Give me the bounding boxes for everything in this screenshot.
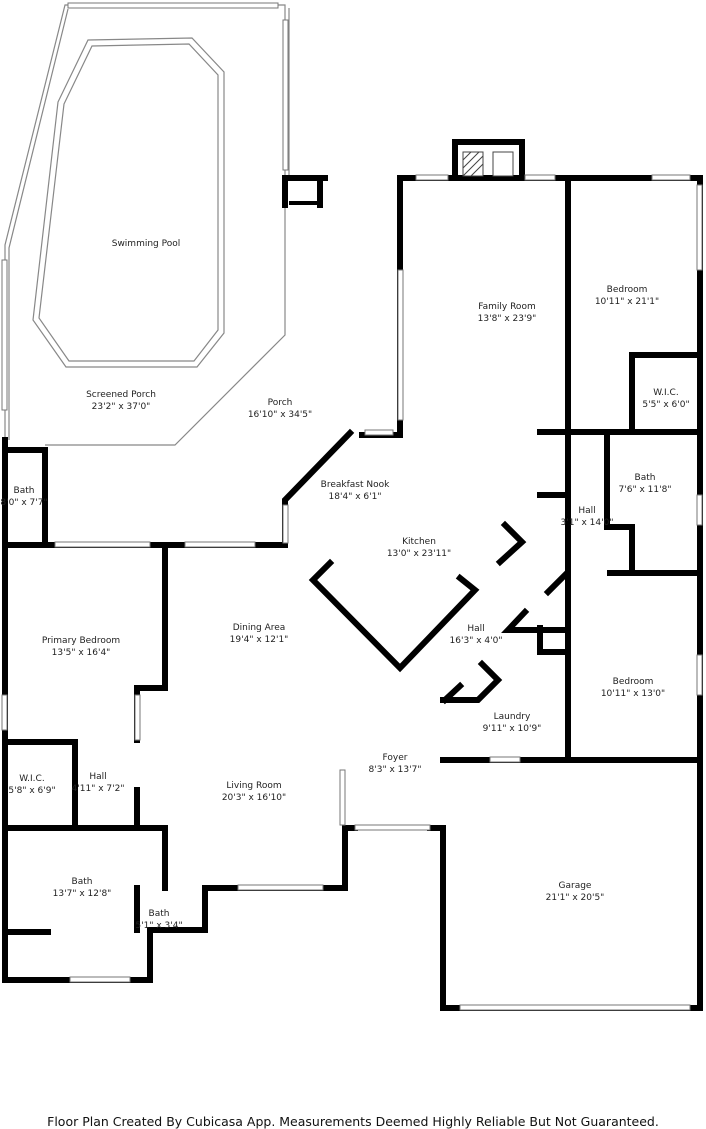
fireplace <box>452 139 525 181</box>
room-name: Hall <box>467 624 484 634</box>
room-name: Bath <box>72 877 93 887</box>
room-name: Dining Area <box>233 623 286 633</box>
room-size: 4'11" x 7'2" <box>72 784 125 794</box>
room-name: Bath <box>635 473 656 483</box>
room-size: 13'5" x 16'4" <box>52 648 111 658</box>
room-name: Living Room <box>226 781 281 791</box>
room-size: 16'10" x 34'5" <box>248 410 312 420</box>
room-name: Bedroom <box>607 285 648 295</box>
room-size: 23'2" x 37'0" <box>92 402 151 412</box>
room-size: 3'1" x 14'0" <box>561 518 614 528</box>
room-name: Bath <box>14 486 35 496</box>
room-size: 7'6" x 11'8" <box>619 485 672 495</box>
room-name: Hall <box>89 772 106 782</box>
room-size: 9'11" x 10'9" <box>483 724 542 734</box>
room-size: 20'3" x 16'10" <box>222 793 286 803</box>
swimming-pool <box>32 37 225 368</box>
room-name: Breakfast Nook <box>321 480 390 490</box>
room-name: Swimming Pool <box>112 239 181 249</box>
room-size: 5'8" x 6'9" <box>8 786 55 796</box>
room-size: 21'1" x 20'5" <box>546 893 605 903</box>
room-name: Laundry <box>494 712 531 722</box>
room-name: Primary Bedroom <box>42 636 120 646</box>
room-name: Porch <box>268 398 293 408</box>
room-name: Bath <box>149 909 170 919</box>
room-size: 5'1" x 3'4" <box>135 921 182 931</box>
room-size: 13'8" x 23'9" <box>478 314 537 324</box>
room-size: 10'11" x 21'1" <box>595 297 659 307</box>
room-name: Hall <box>578 506 595 516</box>
room-size: 18'4" x 6'1" <box>329 492 382 502</box>
room-name: Garage <box>559 881 592 891</box>
room-name: Bedroom <box>613 677 654 687</box>
disclaimer-footer: Floor Plan Created By Cubicasa App. Meas… <box>47 1114 659 1129</box>
walls <box>2 175 703 1011</box>
room-size: 8'0" x 7'7" <box>0 498 47 508</box>
room-size: 16'3" x 4'0" <box>450 636 503 646</box>
room-name: Kitchen <box>402 537 436 547</box>
room-size: 13'0" x 23'11" <box>387 549 451 559</box>
room-name: W.I.C. <box>653 388 678 398</box>
room-size: 13'7" x 12'8" <box>53 889 112 899</box>
room-size: 10'11" x 13'0" <box>601 689 665 699</box>
room-size: 19'4" x 12'1" <box>230 635 289 645</box>
windows <box>1 174 703 1011</box>
room-name: W.I.C. <box>19 774 44 784</box>
screened-enclosure <box>1 2 290 446</box>
room-size: 8'3" x 13'7" <box>369 765 422 775</box>
room-name: Foyer <box>383 753 408 763</box>
room-name: Family Room <box>478 302 535 312</box>
room-name: Screened Porch <box>86 390 156 400</box>
room-labels: Swimming Pool Screened Porch 23'2" x 37'… <box>0 239 689 931</box>
room-size: 5'5" x 6'0" <box>642 400 689 410</box>
